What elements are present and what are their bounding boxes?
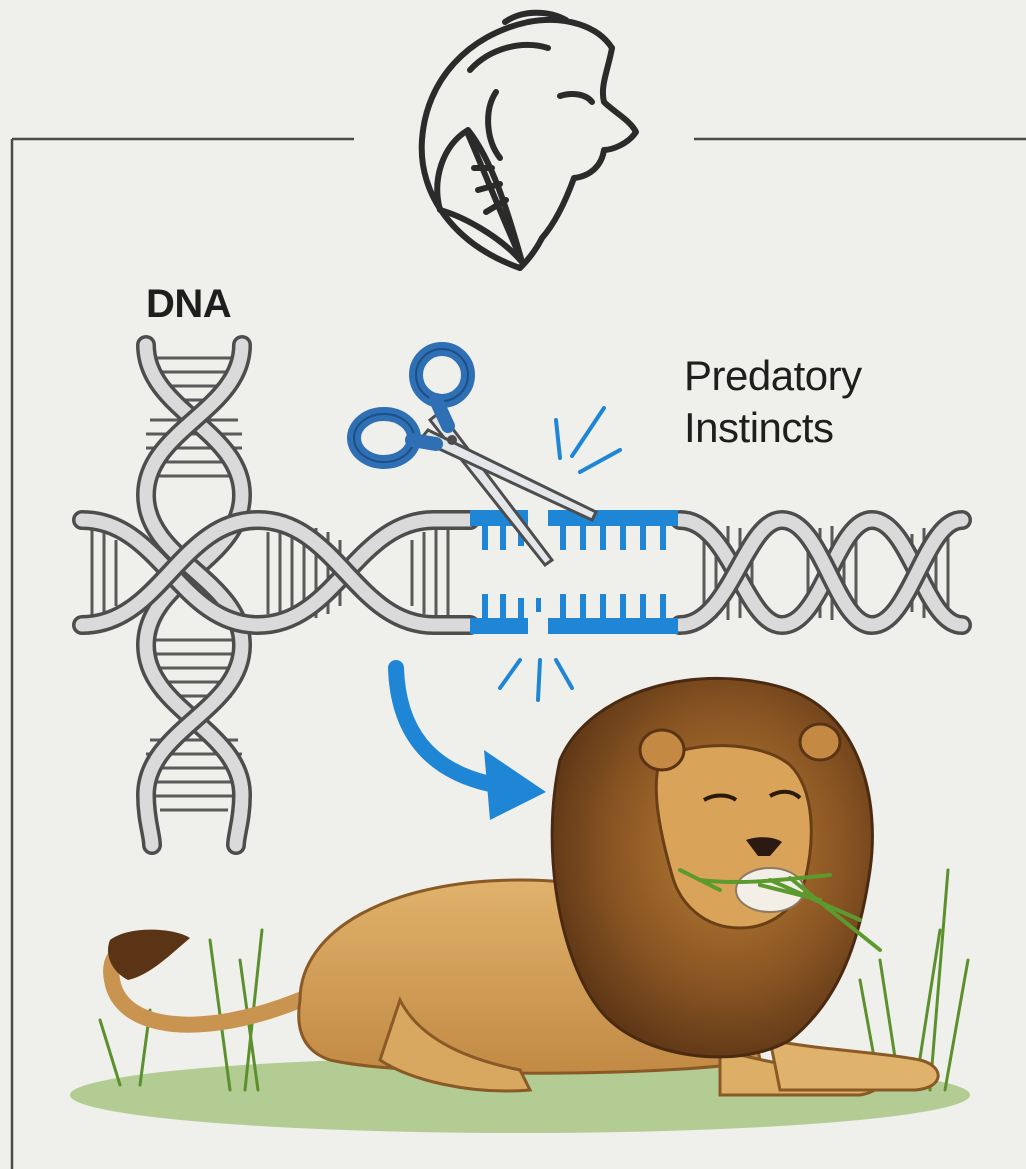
edited-gene-segment [470,510,678,634]
predatory-instincts-line-1: Predatory [684,350,862,402]
predatory-instincts-line-2: Instincts [684,402,862,454]
predatory-instincts-label: Predatory Instincts [684,350,862,454]
dna-label: DNA [146,282,231,326]
lion-leaf-logo-icon [422,13,636,268]
curved-arrow-icon [396,668,546,820]
lion-eating-grass [70,678,970,1133]
cut-spark-lines [500,408,620,700]
